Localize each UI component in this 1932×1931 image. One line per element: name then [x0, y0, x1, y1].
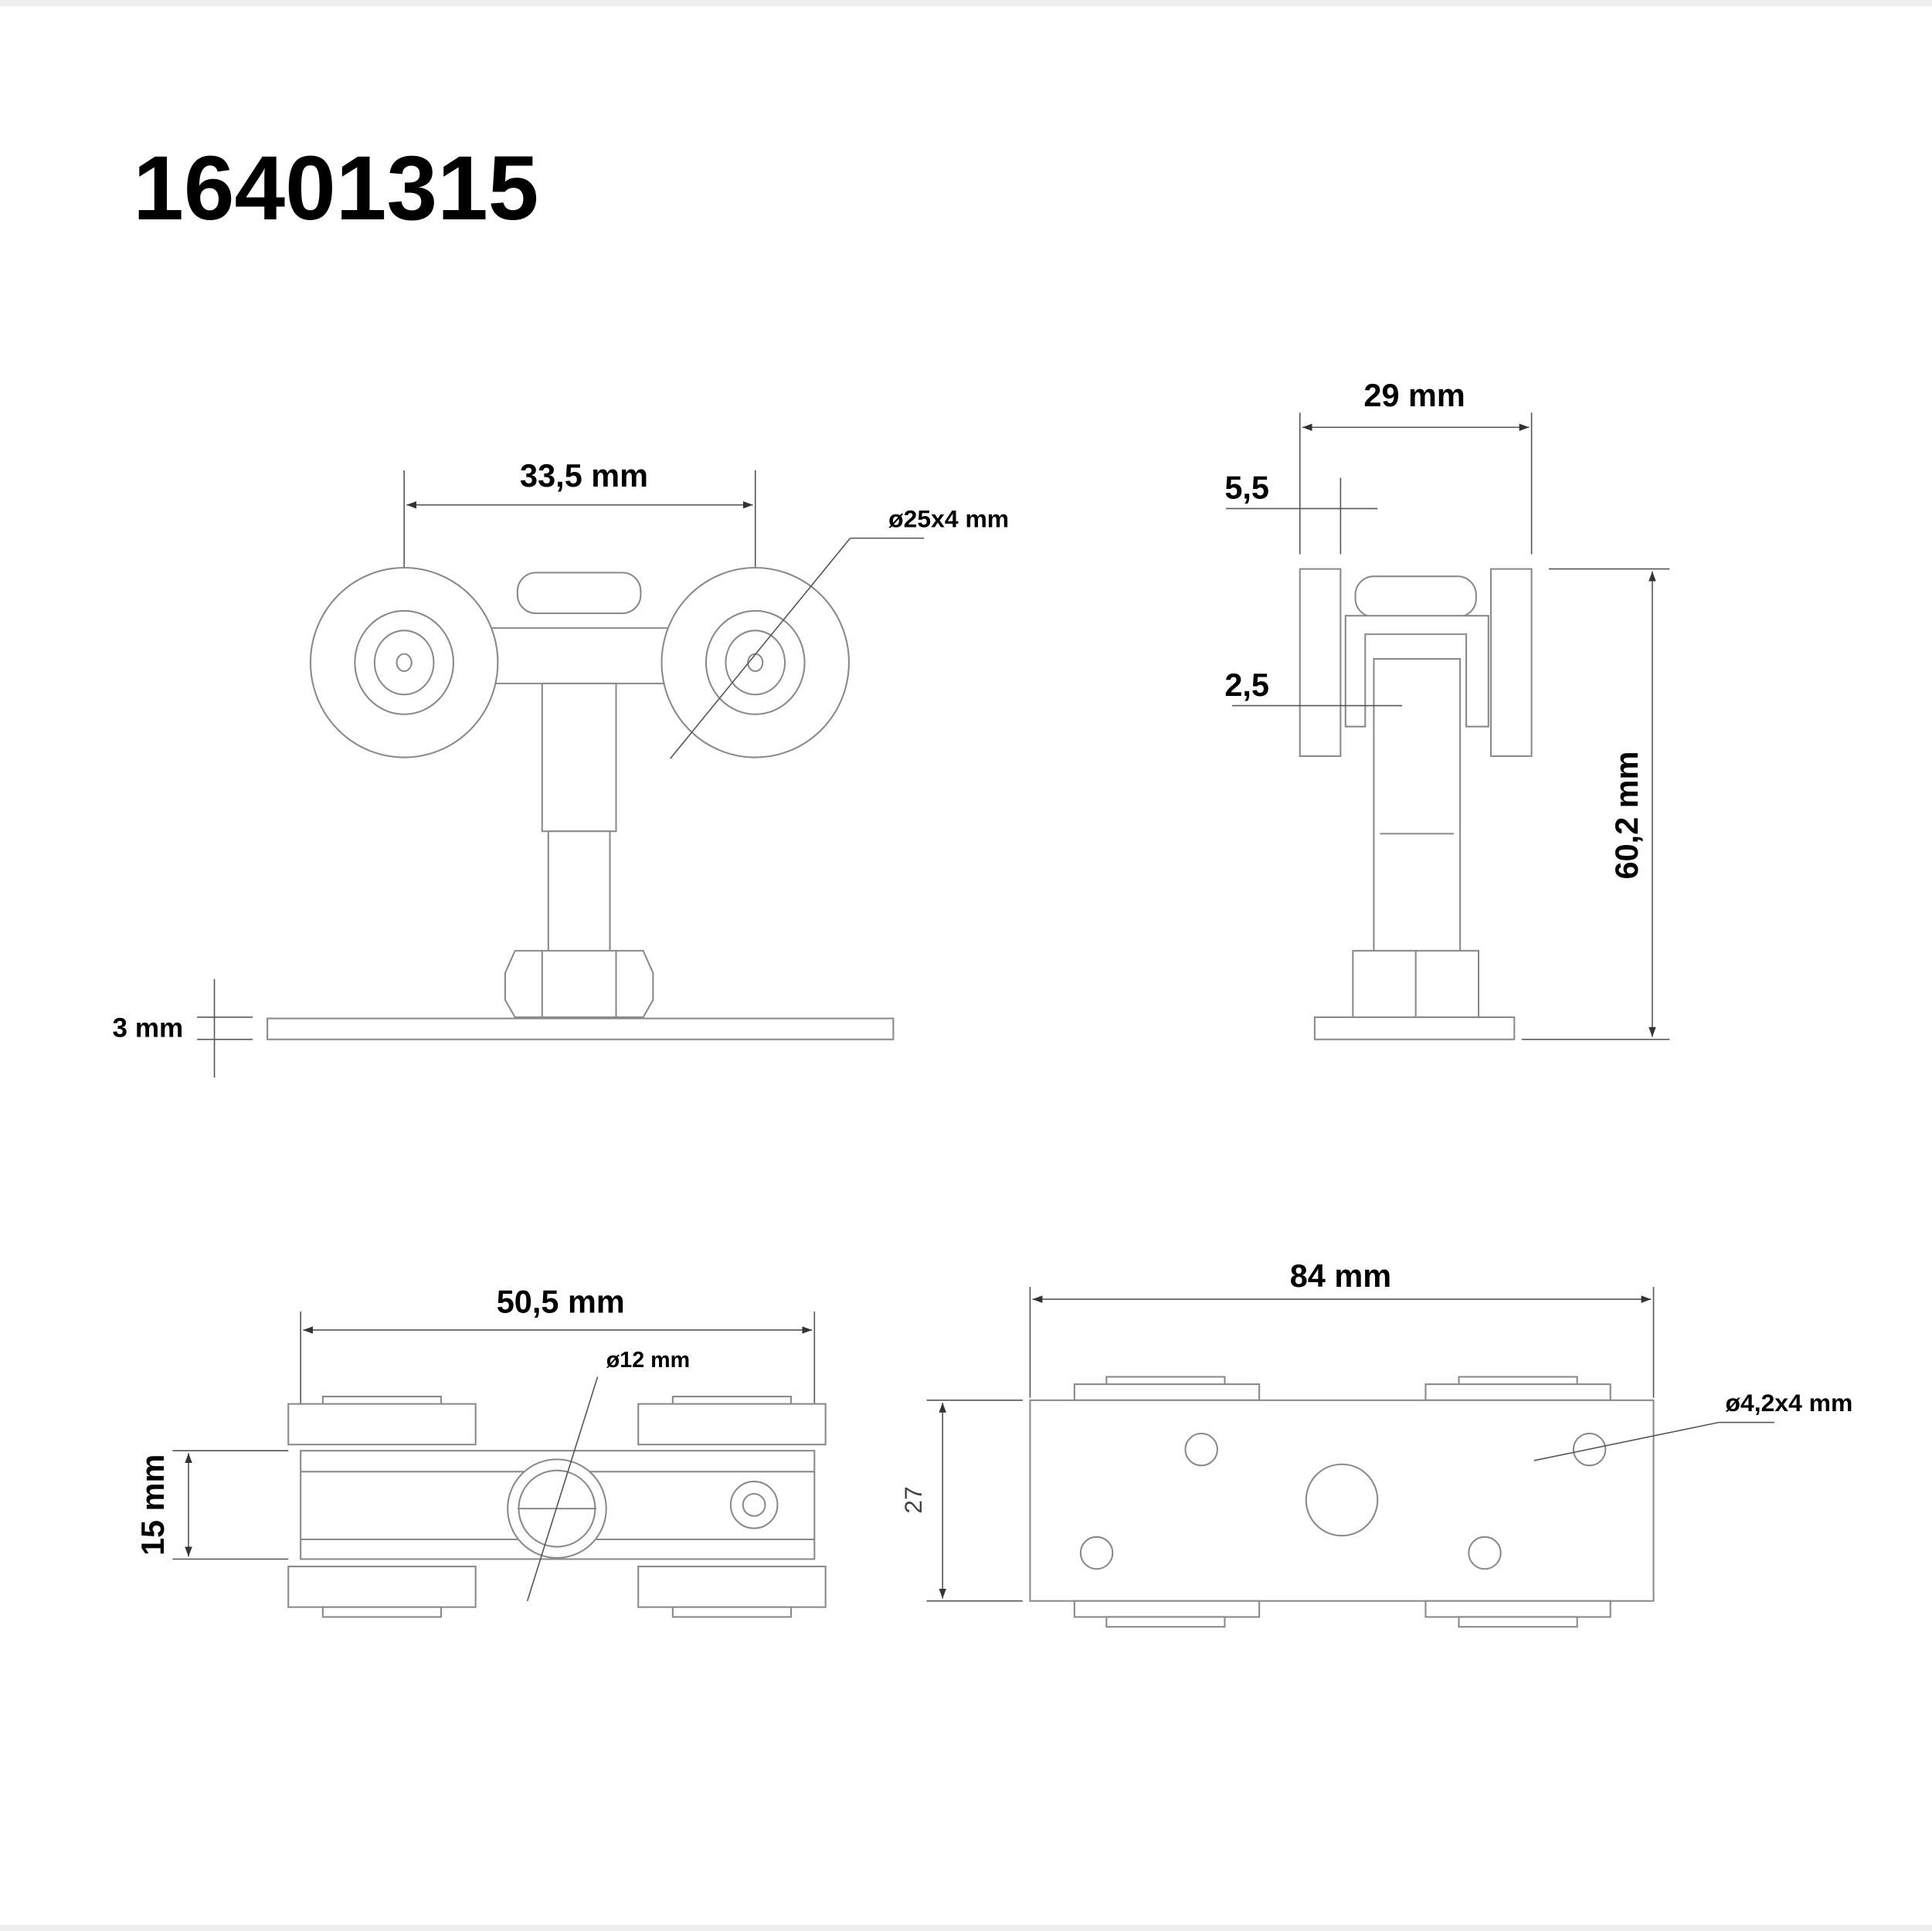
label-length: 50,5 mm: [497, 1284, 625, 1320]
label-plate-width: 27: [899, 1486, 927, 1513]
base-plate: [267, 1017, 895, 1040]
top-border: [0, 0, 1932, 6]
side-view: 29 mm 5,5 2,5 60,2 mm: [1224, 377, 1670, 1040]
wheel-left: [309, 566, 499, 758]
label-bolt-diameter: ø12 mm: [606, 1348, 690, 1373]
label-gap: 2,5: [1224, 667, 1269, 703]
part-number-title: 16401315: [133, 137, 538, 239]
wheel-right: [660, 566, 851, 758]
label-wheel-spacing: 33,5 mm: [520, 457, 648, 494]
label-hole-diameter: ø4,2x4 mm: [1726, 1389, 1853, 1417]
label-height: 60,2 mm: [1608, 752, 1645, 880]
label-top-width: 15 mm: [134, 1454, 171, 1556]
label-wheel-diameter: ø25x4 mm: [888, 504, 1009, 532]
label-plate-thickness: 3 mm: [113, 1013, 184, 1043]
top-view: 50,5 mm ø12 mm 15 mm: [134, 1284, 827, 1618]
hex-nut: [504, 949, 654, 1019]
label-plate-length: 84 mm: [1290, 1257, 1391, 1294]
bottom-border: [0, 1925, 1932, 1931]
label-wheel-width: 5,5: [1224, 470, 1269, 506]
plate-view: 84 mm ø4,2x4 mm 27: [899, 1257, 1853, 1628]
front-view: 33,5 mm ø25x4 mm 3 mm: [113, 457, 1009, 1078]
label-width: 29 mm: [1363, 377, 1465, 413]
